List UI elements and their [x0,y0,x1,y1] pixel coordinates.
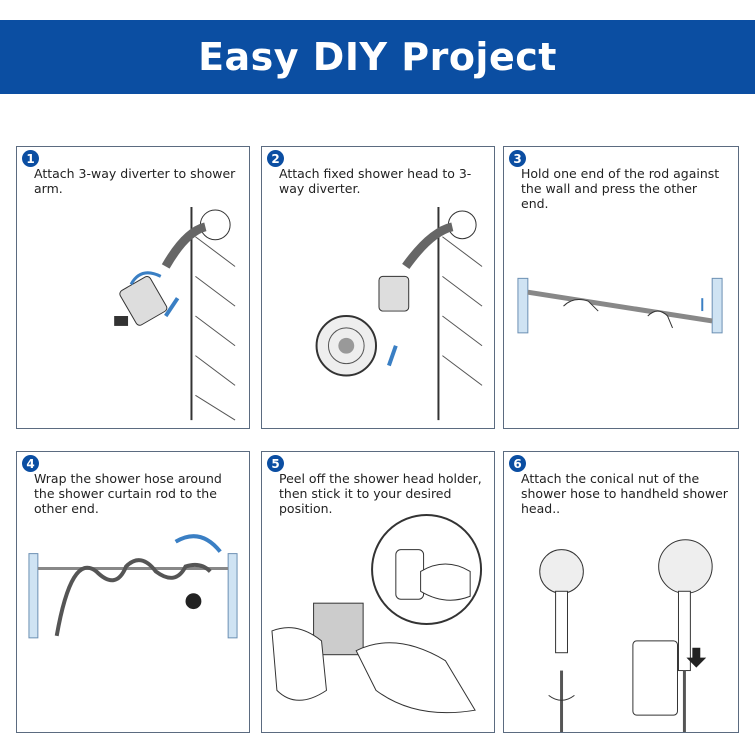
header-banner: Easy DIY Project [0,20,755,94]
page-title: Easy DIY Project [198,35,557,79]
step-text: Attach 3-way diverter to shower arm. [34,166,236,196]
diverter-illustration [114,207,236,421]
step-text: Wrap the shower hose around the shower c… [34,471,222,516]
step-4-panel: 4 Wrap the shower hose around the shower… [16,451,250,733]
step-text: Attach fixed shower head to 3-way divert… [279,166,472,196]
step-6-panel: 6 Attach the conical nut of the shower h… [503,451,739,733]
step-2-panel: 2 Attach fixed shower head to 3-way dive… [261,146,495,429]
step-3-panel: 3 Hold one end of the rod against the wa… [503,146,739,429]
rod-illustration [517,277,723,334]
handheld-illustration [539,539,713,732]
step-number: 1 [22,150,39,167]
fixed-head-illustration [315,207,483,421]
holder-illustration [271,513,483,714]
step-5-panel: 5 Peel off the shower head holder, then … [261,451,495,733]
step-number: 6 [509,455,526,472]
step-number: 2 [267,150,284,167]
step-text: Peel off the shower head holder, then st… [279,471,482,516]
step-number: 4 [22,455,39,472]
step-text: Attach the conical nut of the shower hos… [521,471,728,516]
step-text: Hold one end of the rod against the wall… [521,166,720,211]
step-number: 3 [509,150,526,167]
step-number: 5 [267,455,284,472]
step-1-panel: 1 Attach 3-way diverter to shower arm. [16,146,250,429]
hose-wrap-illustration [28,534,238,639]
